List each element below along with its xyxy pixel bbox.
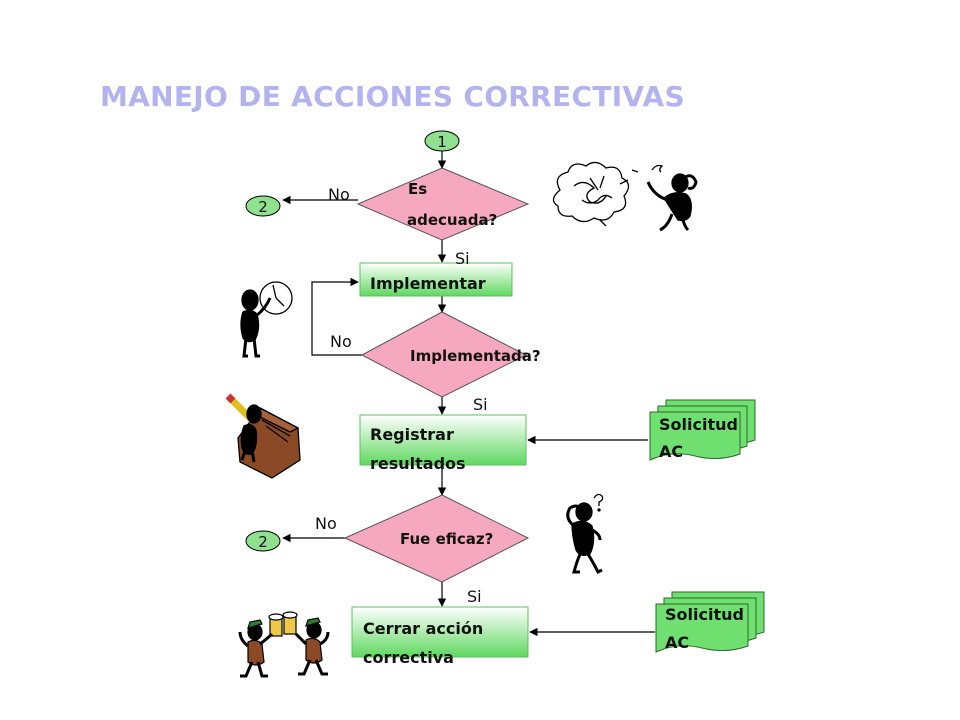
process-implementar: Implementar — [359, 262, 513, 297]
decision-eficaz-label: Fue eficaz? — [400, 530, 493, 548]
decision-adecuada-line2: adecuada? — [407, 211, 497, 229]
connector-out-top: 2 — [245, 195, 281, 217]
document-1-line2: AC — [659, 442, 683, 461]
process-cerrar-line2: correctiva — [363, 648, 454, 667]
writing-figure-icon — [225, 393, 301, 479]
celebrating-figures-icon — [238, 611, 330, 678]
connector-out-top-label: 2 — [258, 198, 268, 216]
connector-out-bottom: 2 — [245, 530, 281, 552]
connector-start: 1 — [424, 130, 460, 152]
process-cerrar: Cerrar acción correctiva — [351, 606, 529, 667]
process-registrar-line2: resultados — [370, 454, 466, 473]
document-solicitud-2: Solicitud AC — [655, 591, 765, 653]
decision-adecuada: Es adecuada? — [356, 167, 530, 241]
confused-figure-icon — [552, 161, 698, 232]
edge-label-si-2: Si — [473, 395, 488, 414]
edge-label-no-3: No — [315, 514, 337, 533]
connector-out-bottom-label: 2 — [258, 533, 268, 551]
decision-implementada-label: Implementada? — [410, 347, 541, 365]
process-cerrar-line1: Cerrar acción — [363, 619, 483, 638]
edge-label-si-3: Si — [467, 587, 482, 606]
process-implementar-label: Implementar — [370, 274, 486, 293]
page-title: MANEJO DE ACCIONES CORRECTIVAS — [100, 80, 685, 113]
document-2-line2: AC — [665, 633, 689, 652]
edge-implementada-no-loop — [311, 277, 362, 356]
edge-label-no-2: No — [330, 332, 352, 351]
connector-lines — [282, 151, 655, 637]
decision-adecuada-line1: Es — [408, 180, 427, 198]
decision-implementada: Implementada? — [360, 311, 541, 398]
thinking-figure-icon — [566, 493, 604, 575]
clock-figure-icon — [240, 281, 293, 358]
connector-start-label: 1 — [437, 133, 447, 151]
edge-label-no-1: No — [328, 185, 350, 204]
edge-label-si-1: Si — [455, 249, 470, 268]
document-solicitud-1: Solicitud AC — [649, 399, 756, 461]
document-1-line1: Solicitud — [659, 415, 738, 434]
document-2-line1: Solicitud — [665, 605, 744, 624]
process-registrar-line1: Registrar — [370, 425, 454, 444]
decision-eficaz: Fue eficaz? — [343, 494, 530, 583]
process-registrar: Registrar resultados — [359, 414, 527, 473]
